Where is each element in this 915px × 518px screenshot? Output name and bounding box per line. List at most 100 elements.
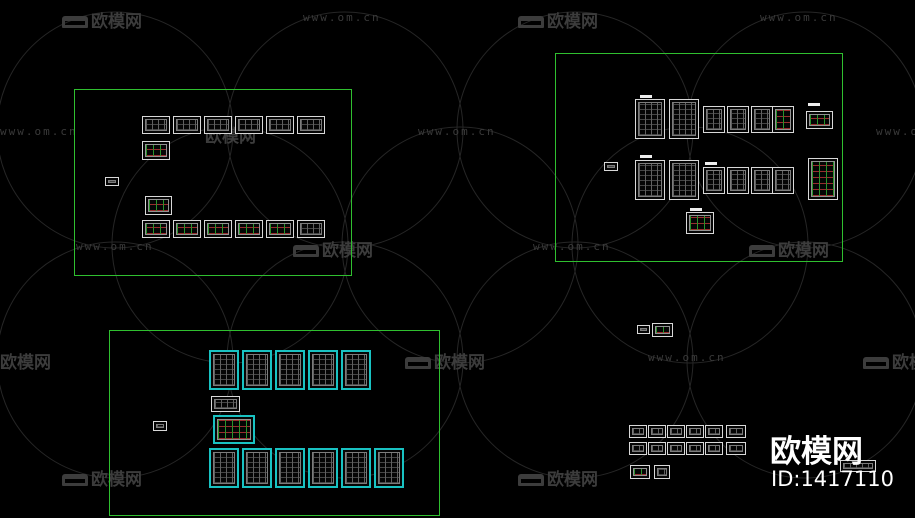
sheet-content (651, 445, 663, 452)
title-block[interactable] (637, 325, 650, 334)
sheet-label (705, 162, 717, 165)
sheet-content (775, 109, 791, 130)
title-block[interactable] (105, 177, 119, 186)
drawing-sheet[interactable] (703, 167, 725, 194)
drawing-sheet[interactable] (173, 116, 201, 134)
drawing-sheet[interactable] (727, 167, 749, 194)
drawing-sheet[interactable] (648, 425, 666, 438)
sheet-content (775, 170, 791, 191)
title-block[interactable] (153, 421, 167, 431)
drawing-sheet[interactable] (209, 350, 239, 390)
drawing-sheet[interactable] (374, 448, 404, 488)
drawing-sheet[interactable] (235, 116, 263, 134)
drawing-sheet[interactable] (173, 220, 201, 238)
sheet-content (706, 170, 722, 191)
sheet-content (638, 102, 662, 136)
drawing-sheet[interactable] (648, 442, 666, 455)
sofa-logo-icon (62, 16, 88, 28)
drawing-frame-1[interactable] (74, 89, 352, 276)
drawing-sheet[interactable] (726, 442, 746, 455)
sheet-content (213, 354, 235, 386)
drawing-sheet[interactable] (275, 350, 305, 390)
sheet-content (145, 144, 167, 157)
sheet-content (145, 223, 167, 235)
drawing-sheet[interactable] (635, 99, 665, 139)
drawing-sheet[interactable] (686, 425, 704, 438)
drawing-sheet[interactable] (705, 442, 723, 455)
drawing-sheet[interactable] (142, 141, 170, 160)
drawing-frame-2[interactable] (555, 53, 843, 262)
drawing-sheet[interactable] (726, 425, 746, 438)
drawing-frame-3[interactable] (109, 330, 440, 516)
sheet-content (672, 163, 696, 197)
drawing-sheet[interactable] (204, 116, 232, 134)
drawing-sheet[interactable] (808, 158, 838, 200)
sheet-content (176, 223, 198, 235)
drawing-sheet[interactable] (235, 220, 263, 238)
drawing-sheet[interactable] (705, 425, 723, 438)
watermark-url: www.om.cn (648, 351, 726, 364)
drawing-sheet[interactable] (142, 220, 170, 238)
drawing-sheet[interactable] (211, 396, 240, 412)
drawing-sheet[interactable] (703, 106, 725, 133)
sheet-content (607, 165, 615, 168)
title-block[interactable] (604, 162, 618, 171)
drawing-sheet[interactable] (297, 116, 325, 134)
watermark-brand: 欧模网 (293, 236, 373, 261)
drawing-sheet[interactable] (308, 448, 338, 488)
watermark-url: www.om.cn (303, 11, 381, 24)
drawing-sheet[interactable] (275, 448, 305, 488)
drawing-sheet[interactable] (629, 425, 647, 438)
drawing-sheet[interactable] (751, 106, 773, 133)
drawing-sheet[interactable] (341, 448, 371, 488)
drawing-sheet[interactable] (751, 167, 773, 194)
sheet-content (657, 468, 667, 476)
sheet-content (279, 354, 301, 386)
watermark-brand: 欧模网 (863, 348, 915, 373)
sheet-content (207, 119, 229, 131)
watermark-brand: 欧模网 (518, 7, 598, 32)
sheet-content (670, 445, 682, 452)
drawing-sheet[interactable] (145, 196, 172, 215)
sofa-logo-icon (518, 474, 544, 486)
sheet-content (300, 223, 322, 235)
sheet-content (706, 109, 722, 130)
drawing-sheet[interactable] (341, 350, 371, 390)
drawing-sheet[interactable] (242, 350, 272, 390)
sheet-label (640, 95, 652, 98)
watermark-url: www.om.cn (76, 240, 154, 253)
drawing-sheet[interactable] (669, 99, 699, 139)
watermark-url: www.om.cn (418, 125, 496, 138)
watermark-brand: 欧模网 (749, 236, 829, 261)
drawing-sheet[interactable] (242, 448, 272, 488)
drawing-sheet[interactable] (772, 167, 794, 194)
drawing-sheet[interactable] (630, 465, 650, 479)
watermark-id: ID:1417110 (771, 467, 894, 491)
drawing-sheet[interactable] (667, 442, 685, 455)
drawing-sheet[interactable] (209, 448, 239, 488)
drawing-sheet[interactable] (669, 160, 699, 200)
drawing-sheet[interactable] (629, 442, 647, 455)
sheet-content (378, 452, 400, 484)
watermark-url: www.om.cn (760, 11, 838, 24)
drawing-sheet[interactable] (667, 425, 685, 438)
drawing-sheet[interactable] (806, 111, 833, 129)
drawing-sheet[interactable] (635, 160, 665, 200)
drawing-sheet[interactable] (652, 323, 673, 337)
sheet-label (640, 155, 652, 158)
drawing-sheet[interactable] (142, 116, 170, 134)
drawing-sheet[interactable] (727, 106, 749, 133)
drawing-sheet[interactable] (654, 465, 670, 479)
sheet-content (708, 445, 720, 452)
drawing-sheet[interactable] (686, 212, 714, 234)
drawing-sheet[interactable] (772, 106, 794, 133)
drawing-sheet[interactable] (840, 460, 876, 472)
drawing-sheet[interactable] (308, 350, 338, 390)
drawing-sheet[interactable] (297, 220, 325, 238)
drawing-sheet[interactable] (686, 442, 704, 455)
drawing-sheet[interactable] (266, 220, 294, 238)
drawing-sheet[interactable] (213, 415, 255, 444)
drawing-sheet[interactable] (204, 220, 232, 238)
drawing-sheet[interactable] (266, 116, 294, 134)
